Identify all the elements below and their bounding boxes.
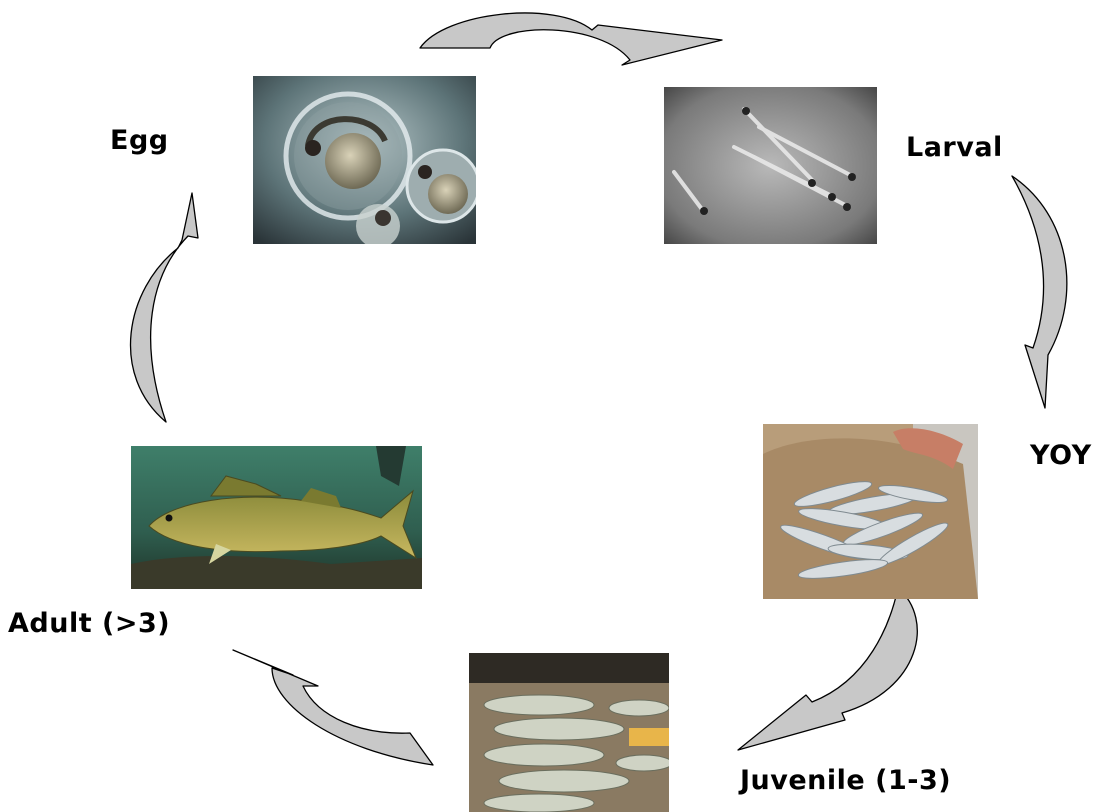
arrow-adult-to-egg [131,193,198,422]
fish-eggs-photo [253,76,476,244]
stage-label-juvenile: Juvenile (1-3) [740,765,951,796]
stage-label-larval: Larval [906,132,1003,163]
arrow-egg-to-larval [420,13,722,65]
stage-label-adult: Adult (>3) [8,608,170,639]
yoy-fish-in-net-photo [763,424,978,599]
stage-label-yoy: YOY [1030,440,1092,471]
arrow-juvenile-to-adult [233,650,433,765]
arrow-yoy-to-juvenile [738,588,917,750]
arrow-larval-to-yoy [1012,176,1067,408]
larval-fish-photo [664,87,877,244]
juvenile-fish-photo [469,653,669,812]
adult-walleye-underwater-photo [131,446,422,589]
stage-label-egg: Egg [110,125,169,156]
